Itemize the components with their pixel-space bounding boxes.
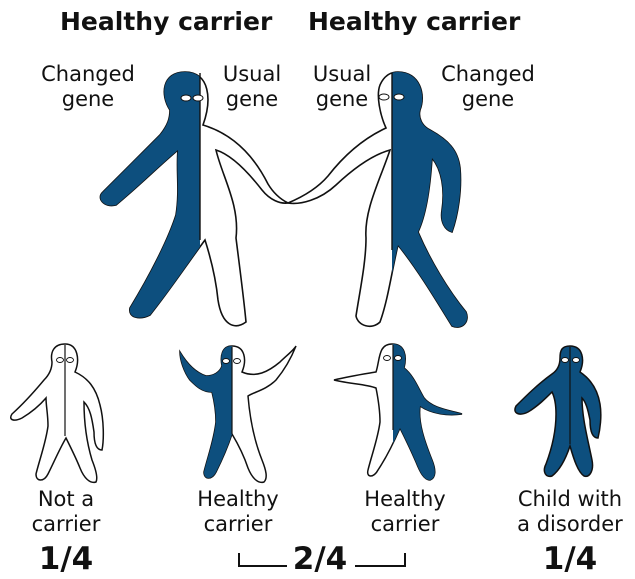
label-line: a disorder [508,512,632,537]
child-not-carrier-eye-left [57,358,64,363]
fraction-healthy-carriers: 2/4 [284,541,356,577]
child-carrier-one-figure [180,346,296,482]
parent-left-eye-right [193,95,203,101]
bracket-right [355,553,405,566]
child-not-carrier-label: Not a carrier [20,487,112,537]
label-line: carrier [20,512,112,537]
child-carrier-one-eye-right [234,359,241,364]
label-line: Healthy [188,487,288,512]
parent-right-eye-left [379,94,389,100]
label-line: Child with [508,487,632,512]
bracket-left [239,553,287,566]
child-carrier-two-changed-half [334,344,462,480]
child-disorder-label: Child with a disorder [508,487,632,537]
child-carrier-one-label: Healthy carrier [188,487,288,537]
fraction-not-carrier: 1/4 [22,541,110,577]
child-carrier-one-eye-left [223,359,230,364]
child-disorder-body [515,346,601,476]
parent-right-figure [288,72,467,327]
parent-left-figure [100,72,288,326]
child-carrier-two-eye-right [395,356,402,361]
fraction-disorder: 1/4 [524,541,616,577]
label-line: Healthy [355,487,455,512]
child-disorder-eye-right [573,358,580,363]
parent-left-changed-half [100,72,288,326]
child-disorder-eye-left [562,358,569,363]
child-carrier-two-eye-left [384,356,391,361]
child-not-carrier-eye-right [67,358,74,363]
child-carrier-one-body [180,346,296,482]
child-not-carrier-figure [11,344,104,482]
parent-left-eye-left [181,95,191,101]
child-not-carrier-body [11,344,104,482]
label-line: carrier [355,512,455,537]
label-line: carrier [188,512,288,537]
label-line: Not a [20,487,112,512]
child-carrier-two-label: Healthy carrier [355,487,455,537]
child-disorder-figure [515,346,601,476]
parent-right-eye-right [394,94,404,100]
child-carrier-two-figure [334,344,462,480]
